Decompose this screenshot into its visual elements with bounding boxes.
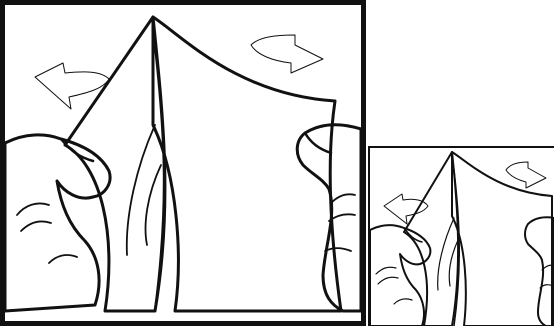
back-sheet-icon [65,17,165,311]
right-hand-icon [525,217,554,326]
arrow-left-icon [35,63,109,109]
peeled-sheet-icon [452,152,552,326]
illustration-panel-small [368,146,554,326]
peeled-sheet-icon [153,17,341,311]
arrow-right-icon [251,35,323,73]
peel-apart-illustration-large [5,5,361,321]
peel-apart-illustration-small [370,148,554,326]
left-hand-icon [5,135,110,311]
arrow-right-icon [506,162,546,188]
illustration-panel-large [0,0,366,326]
arrow-left-icon [384,194,428,224]
left-hand-icon [370,225,430,326]
